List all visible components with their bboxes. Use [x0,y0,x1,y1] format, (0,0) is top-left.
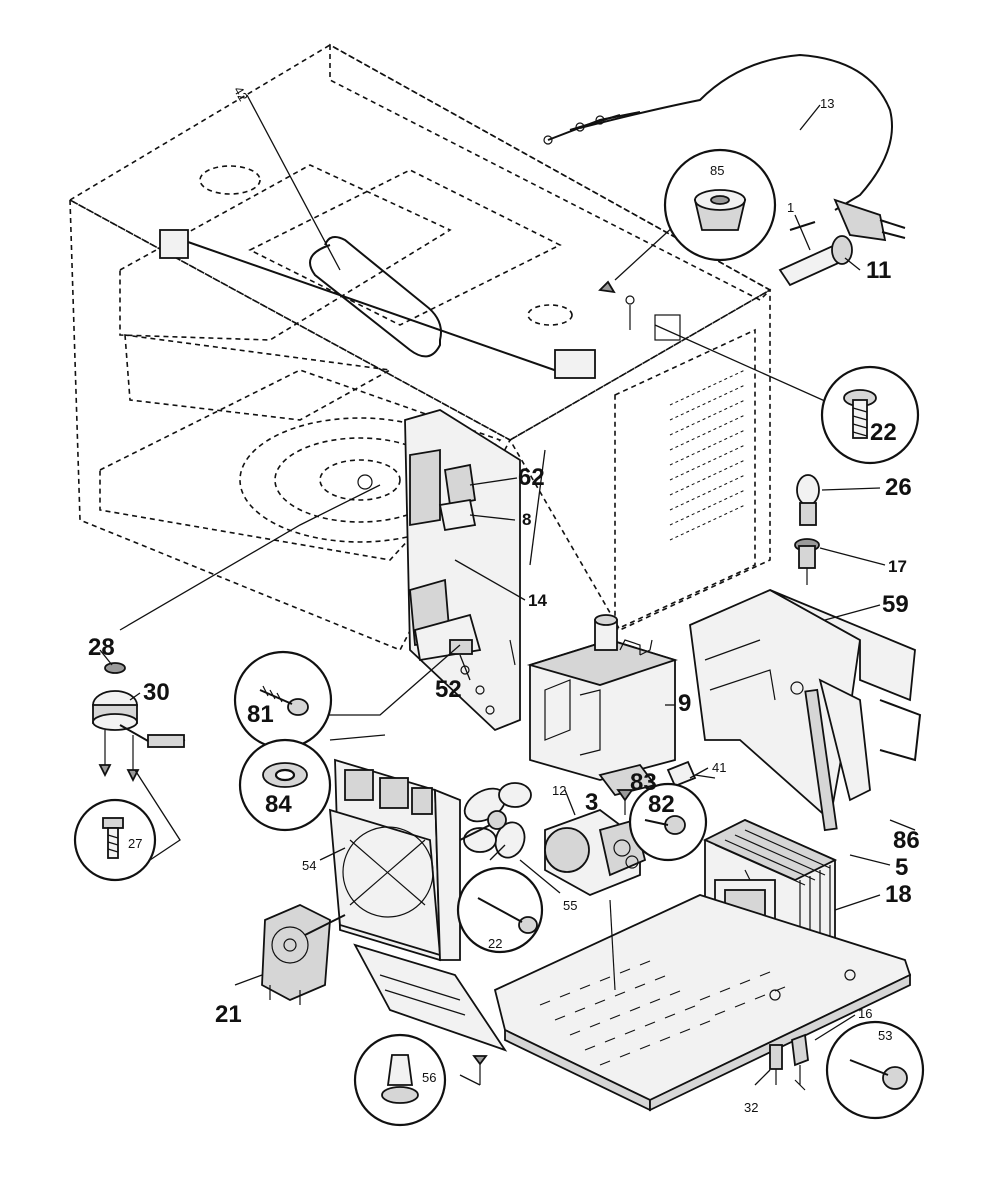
callout-27 [73,798,157,882]
top-screws [598,280,681,341]
label-42: 42 [231,84,251,104]
label-84: 84 [265,791,292,818]
hv-diode [791,1033,809,1091]
power-cord [543,53,906,242]
label-86: 86 [893,827,920,854]
label-13: 13 [820,96,834,111]
diode-bracket [769,1044,783,1085]
label-52: 52 [435,676,462,703]
label-55: 55 [563,898,577,913]
label-41: 41 [712,760,726,775]
side-vent-grid [669,369,746,541]
label-14: 14 [528,591,547,610]
label-16: 16 [858,1006,872,1021]
label-81: 81 [247,701,274,728]
label-85: 85 [710,163,724,178]
air-duct-59 [689,588,922,832]
label-83: 83 [630,769,657,796]
callout-85 [663,148,777,262]
label-5: 5 [895,854,908,881]
label-82: 82 [648,791,675,818]
callout-84 [238,738,332,832]
label-22-bottom: 22 [488,936,502,951]
oven-lamp [796,474,820,526]
callout-81 [233,650,333,750]
label-18: 18 [885,881,912,908]
base-plate [493,894,912,1112]
label-56: 56 [422,1070,436,1085]
label-8: 8 [522,510,531,529]
thermostat [666,760,716,788]
small-screw-56 [472,1055,488,1085]
label-17: 17 [888,557,907,576]
callout-82 [628,782,708,862]
label-1: 1 [787,200,794,215]
label-53: 53 [878,1028,892,1043]
label-9: 9 [678,690,691,717]
label-27: 27 [128,836,142,851]
part-labels: 42 13 85 1 11 22 26 17 62 8 14 59 28 30 … [88,84,920,1115]
interlock-switch-bracket [404,409,521,732]
turntable-motor [92,662,186,783]
capacitor [544,789,647,896]
label-32: 32 [744,1100,758,1115]
label-28: 28 [88,634,115,661]
heater-element [159,229,596,379]
magnetron [526,614,678,797]
fan-motor [261,904,346,1005]
callout-53 [825,1020,925,1120]
callout-22-top [820,365,920,465]
label-22-top: 22 [870,419,897,446]
label-54: 54 [302,858,316,873]
callout-22-bottom [456,866,544,954]
fan-blade [459,782,532,859]
label-3: 3 [585,789,598,816]
label-12: 12 [552,783,566,798]
label-30: 30 [143,679,170,706]
base-vent-holes [539,960,786,1066]
label-26: 26 [885,474,912,501]
label-21: 21 [215,1001,242,1028]
label-11: 11 [866,257,891,284]
callout-56 [353,1033,447,1127]
label-59: 59 [882,591,909,618]
label-62: 62 [518,464,545,491]
fan-guide [328,758,508,1052]
fuse-holder [778,221,853,287]
lamp-socket [794,538,820,585]
